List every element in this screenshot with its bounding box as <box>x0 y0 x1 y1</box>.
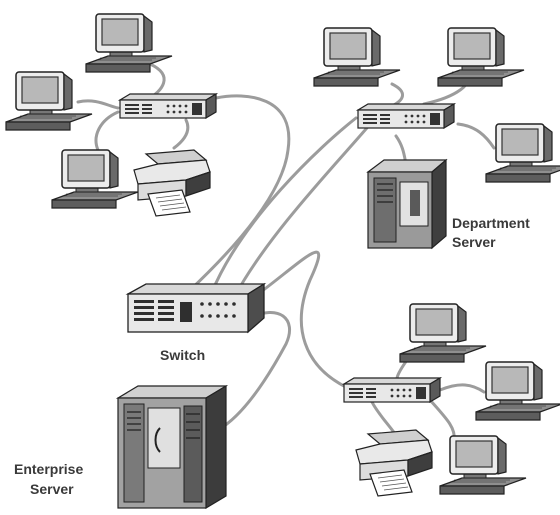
computer-icon <box>439 435 527 495</box>
hub-icon <box>119 93 217 119</box>
computer-icon <box>475 361 560 421</box>
enterprise-server-label: Enterprise <box>14 461 83 477</box>
printer-icon <box>133 149 211 217</box>
computer-icon <box>485 123 560 183</box>
printer-icon <box>355 429 433 497</box>
enterprise-server-icon <box>115 384 229 510</box>
switch-icon <box>125 282 267 334</box>
computer-icon <box>313 27 401 87</box>
hub-icon <box>343 377 441 403</box>
computer-icon <box>437 27 525 87</box>
computer-icon <box>51 149 139 209</box>
department-server-label: Department <box>452 215 530 231</box>
switch-label: Switch <box>160 347 205 363</box>
department-server-icon <box>366 158 448 250</box>
computer-icon <box>85 13 173 73</box>
hub-icon <box>357 103 455 129</box>
department-server-label: Server <box>452 234 496 250</box>
computer-icon <box>399 303 487 363</box>
enterprise-server-label: Server <box>30 481 74 497</box>
